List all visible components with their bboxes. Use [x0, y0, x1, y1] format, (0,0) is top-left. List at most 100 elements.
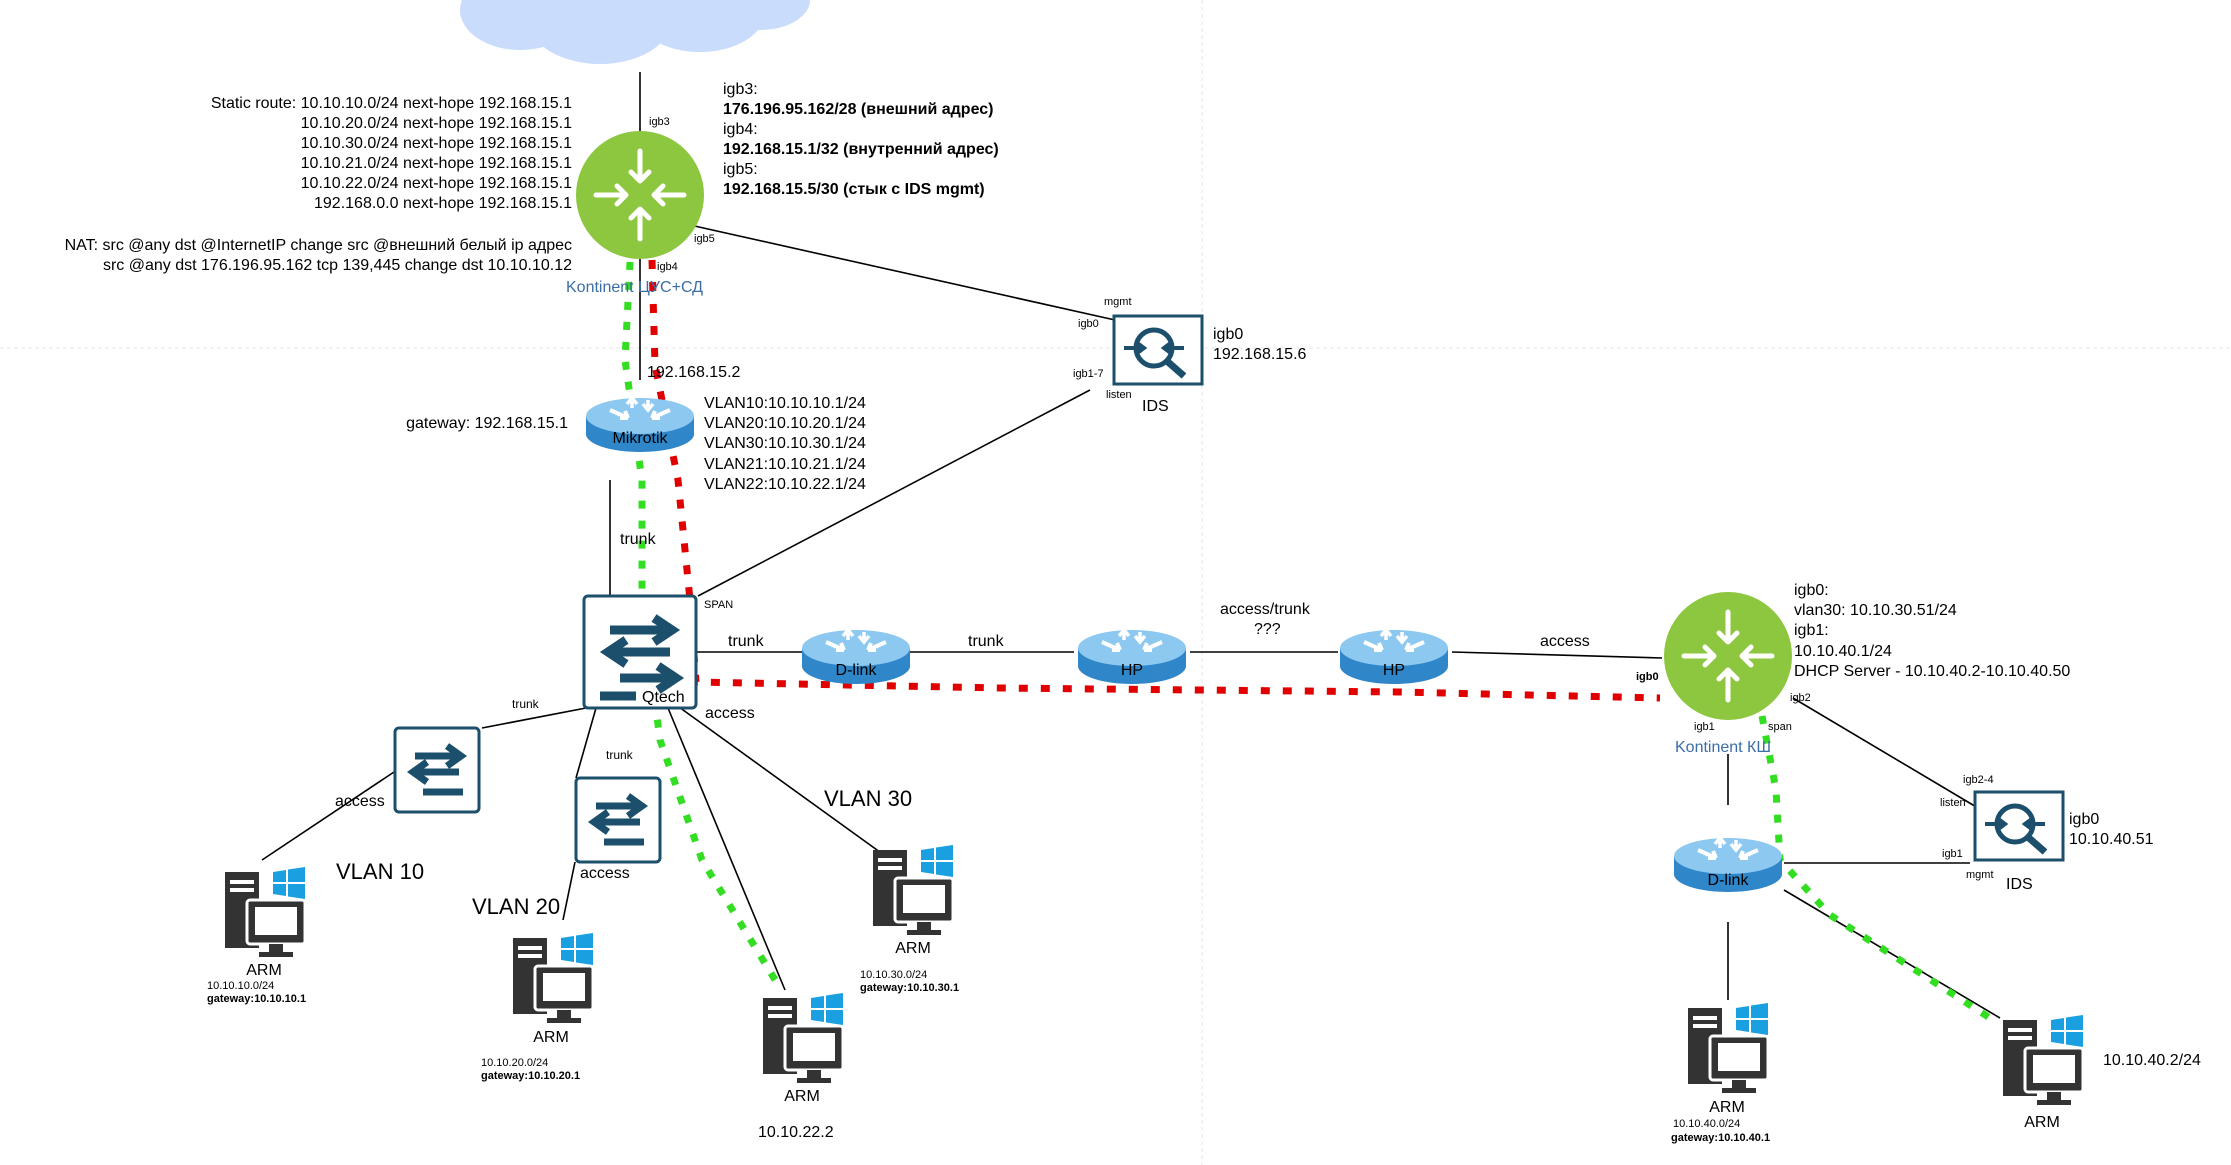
link-label-trunk-sw1: trunk: [512, 697, 540, 711]
ksh-port-span: span: [1768, 721, 1792, 733]
svg-text:10.10.30.0/24: 10.10.30.0/24: [860, 969, 927, 981]
svg-text:192.168.15.5/30 (стык с IDS mg: 192.168.15.5/30 (стык с IDS mgmt): [723, 181, 985, 198]
qtech-span-label: SPAN: [704, 599, 733, 611]
link-label-qqq: ???: [1254, 621, 1281, 638]
svg-text:DHCP Server - 10.10.40.2-10.10: DHCP Server - 10.10.40.2-10.10.40.50: [1794, 663, 2070, 680]
vlan20-label: VLAN 20: [472, 894, 560, 919]
switch-icon: [395, 728, 479, 812]
svg-text:10.10.40.51: 10.10.40.51: [2069, 831, 2154, 848]
mikrotik-ip: 192.168.15.2: [647, 364, 741, 381]
kontinent-ksh-info: igb0: vlan30: 10.10.30.51/24 igb1: 10.10…: [1794, 582, 2070, 680]
svg-text:10.10.10.0/24: 10.10.10.0/24: [207, 980, 274, 992]
dlink-top-label: D-link: [836, 662, 878, 679]
ids-port-igb1-7: igb1-7: [1073, 368, 1104, 380]
link-label-trunk-mikrotik: trunk: [620, 531, 657, 548]
svg-text:VLAN22:10.10.22.1/24: VLAN22:10.10.22.1/24: [704, 476, 866, 493]
arm-40-label: ARM: [1709, 1099, 1745, 1116]
svg-text:10.10.20.0/24 next-hope 192.16: 10.10.20.0/24 next-hope 192.168.15.1: [301, 115, 572, 132]
svg-text:igb5:: igb5:: [723, 161, 758, 178]
svg-text:10.10.22.0/24 next-hope 192.16: 10.10.22.0/24 next-hope 192.168.15.1: [301, 175, 572, 192]
svg-text:192.168.15.1/32 (внутренний ад: 192.168.15.1/32 (внутренний адрес): [723, 141, 999, 158]
links: [261, 72, 2001, 1019]
link-label-trunk-dlink: trunk: [728, 633, 765, 650]
mikrotik-vlans: VLAN10:10.10.10.1/24 VLAN20:10.10.20.1/2…: [704, 395, 866, 493]
workstation-icon: [223, 865, 307, 959]
mikrotik-gateway: gateway: 192.168.15.1: [406, 415, 568, 432]
arm-40-2-ip: 10.10.40.2/24: [2103, 1052, 2201, 1069]
svg-text:igb3:: igb3:: [723, 81, 758, 98]
nat-rules: NAT: src @any dst @InternetIP change src…: [65, 237, 573, 274]
svg-text:10.10.30.0/24 next-hope 192.16: 10.10.30.0/24 next-hope 192.168.15.1: [301, 135, 572, 152]
svg-text:VLAN20:10.10.20.1/24: VLAN20:10.10.20.1/24: [704, 415, 866, 432]
ids2-port-igb1: igb1: [1942, 848, 1963, 860]
workstation-icon-3: [761, 991, 845, 1085]
red-traffic-path: [648, 259, 1661, 702]
arm-22-ip: 10.10.22.2: [758, 1124, 834, 1141]
workstation-icon-2: [511, 931, 595, 1025]
ids-port-listen: listen: [1106, 389, 1132, 401]
port-igb5: igb5: [694, 233, 715, 245]
hp2-label: HP: [1383, 662, 1405, 679]
arm-22-label: ARM: [784, 1088, 820, 1105]
ids-port-igb0: igb0: [1078, 318, 1099, 330]
workstation-icon-6: [2001, 1013, 2085, 1107]
svg-text:gateway:10.10.40.1: gateway:10.10.40.1: [1671, 1132, 1770, 1144]
workstation-icon-4: [871, 843, 955, 937]
svg-text:VLAN30:10.10.30.1/24: VLAN30:10.10.30.1/24: [704, 435, 866, 452]
svg-text:igb0: igb0: [2069, 811, 2099, 828]
link-label-access-sw1: access: [335, 793, 385, 810]
arm-30-label: ARM: [895, 940, 931, 957]
svg-text:gateway:10.10.10.1: gateway:10.10.10.1: [207, 993, 306, 1005]
static-routes: Static route: 10.10.10.0/24 next-hope 19…: [211, 95, 572, 212]
svg-text:VLAN21:10.10.21.1/24: VLAN21:10.10.21.1/24: [704, 456, 866, 473]
svg-text:Static route: 10.10.10.0/24 ne: Static route: 10.10.10.0/24 next-hope 19…: [211, 95, 572, 112]
ksh-port-igb0: igb0: [1636, 671, 1659, 683]
svg-text:NAT: src @any dst @InternetIP: NAT: src @any dst @InternetIP change src…: [65, 237, 572, 254]
ids-port-mgmt: mgmt: [1104, 296, 1132, 308]
kontinent-ksh-label: Kontinent КШ: [1675, 739, 1771, 756]
ksh-port-igb1: igb1: [1694, 721, 1715, 733]
hp1-label: HP: [1121, 662, 1143, 679]
link-label-access-ksh: access: [1540, 633, 1590, 650]
ids2-port-listen: listen: [1940, 797, 1966, 809]
workstation-icon-5: [1686, 1001, 1770, 1095]
kontinent-csd-label: Kontinent ЦУС+СД: [566, 279, 703, 296]
link-label-trunk-sw2: trunk: [606, 748, 634, 762]
svg-text:igb4:: igb4:: [723, 121, 758, 138]
kontinent-router-icon-ksh: [1664, 592, 1792, 720]
svg-text:vlan30: 10.10.30.51/24: vlan30: 10.10.30.51/24: [1794, 602, 1957, 619]
svg-text:gateway:10.10.20.1: gateway:10.10.20.1: [481, 1070, 580, 1082]
ids2-port-igb2-4: igb2-4: [1963, 774, 1994, 786]
arm-10-label: ARM: [246, 962, 282, 979]
port-igb3: igb3: [649, 116, 670, 128]
svg-text:10.10.40.1/24: 10.10.40.1/24: [1794, 643, 1892, 660]
svg-text:gateway:10.10.30.1: gateway:10.10.30.1: [860, 982, 959, 994]
ids-bottom-label: IDS: [2006, 876, 2033, 893]
link-label-trunk-hp: trunk: [968, 633, 1005, 650]
svg-text:igb0: igb0: [1213, 326, 1243, 343]
svg-text:176.196.95.162/28 (внешний адр: 176.196.95.162/28 (внешний адрес): [723, 101, 994, 118]
link-label-access-sw2: access: [580, 865, 630, 882]
kontinent-csd-info: igb3: 176.196.95.162/28 (внешний адрес) …: [723, 81, 999, 198]
arm-40-2-label: ARM: [2024, 1114, 2060, 1131]
svg-text:10.10.20.0/24: 10.10.20.0/24: [481, 1057, 548, 1069]
svg-text:192.168.15.6: 192.168.15.6: [1213, 346, 1307, 363]
kontinent-router-icon: [576, 131, 704, 259]
qtech-switch-icon: [582, 594, 698, 710]
cloud-icon: [460, 0, 810, 64]
ids-icon: [1114, 316, 1202, 384]
svg-text:igb0:: igb0:: [1794, 582, 1829, 599]
link-label-access-qtech: access: [705, 705, 755, 722]
svg-text:192.168.0.0 next-hope 192.168.: 192.168.0.0 next-hope 192.168.15.1: [314, 195, 572, 212]
qtech-label: Qtech: [642, 689, 685, 706]
ksh-port-igb2: igb2: [1790, 692, 1811, 704]
mikrotik-label: Mikrotik: [612, 430, 668, 447]
svg-text:10.10.40.0/24: 10.10.40.0/24: [1673, 1118, 1740, 1130]
switch-icon-2: [576, 778, 660, 862]
ids-top-label: IDS: [1142, 398, 1169, 415]
svg-text:VLAN10:10.10.10.1/24: VLAN10:10.10.10.1/24: [704, 395, 866, 412]
vlan30-label: VLAN 30: [824, 786, 912, 811]
link-label-access-trunk: access/trunk: [1220, 601, 1311, 618]
